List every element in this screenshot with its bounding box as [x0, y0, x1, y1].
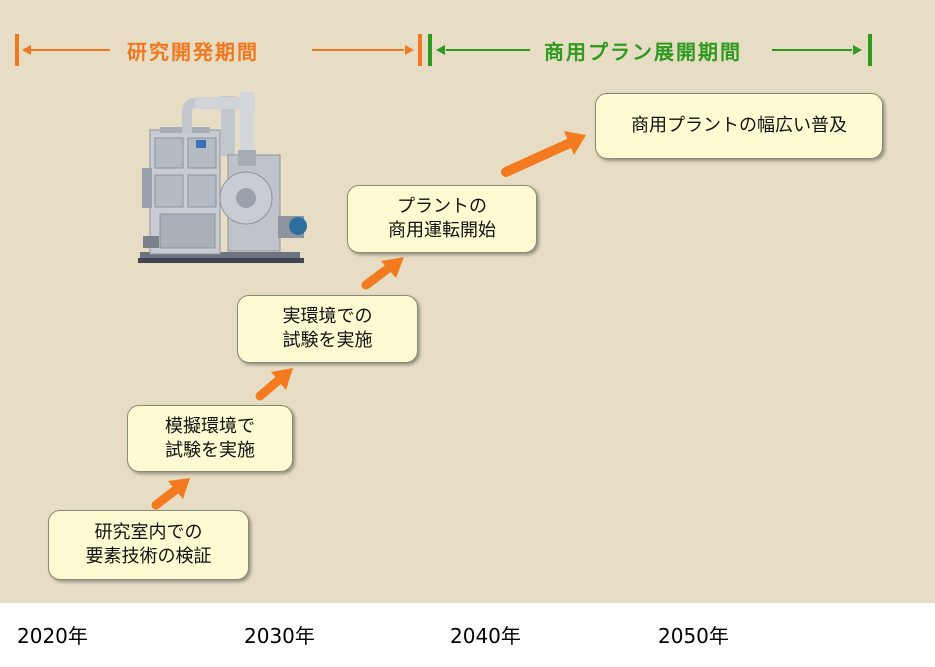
research-period-arrow — [15, 34, 422, 66]
period-arrows — [15, 34, 872, 510]
step-box-lab-verification: 研究室内での 要素技術の検証 — [48, 510, 249, 580]
timeline-strip — [0, 603, 935, 667]
step-box-commercial-start: プラントの 商用運転開始 — [347, 185, 537, 253]
step-box-field-test: 実環境での 試験を実施 — [237, 295, 418, 363]
step-text-line: 実環境での — [282, 306, 373, 327]
step-text-line: 試験を実施 — [282, 330, 373, 351]
step-box-widespread-adoption: 商用プラントの幅広い普及 — [595, 93, 883, 159]
commercial-period-label: 商用プラン展開期間 — [544, 40, 742, 64]
year-label-2030: 2030年 — [244, 624, 315, 648]
step-arrows — [151, 131, 586, 510]
step-text-line: 商用運転開始 — [388, 220, 496, 241]
step-text-line: 試験を実施 — [165, 439, 255, 461]
industrial-plant-image — [138, 92, 307, 263]
step-arrow-2 — [255, 368, 293, 401]
step-arrow-3 — [361, 257, 404, 290]
step-text-line: 要素技術の検証 — [85, 546, 212, 567]
step-arrow-1 — [151, 478, 190, 510]
research-period-label: 研究開発期間 — [127, 40, 259, 64]
commercial-period-arrow — [428, 34, 872, 66]
step-text-line: 研究室内での — [94, 522, 203, 543]
year-label-2020: 2020年 — [17, 624, 88, 648]
year-label-2040: 2040年 — [450, 624, 521, 648]
step-box-simulated-test: 模擬環境で 試験を実施 — [127, 405, 293, 472]
step-text-line: 模擬環境で — [165, 415, 255, 437]
step-arrow-4 — [501, 131, 586, 177]
year-label-2050: 2050年 — [658, 624, 729, 648]
step-text-line: プラントの — [397, 196, 487, 217]
step-text-line: 商用プラントの幅広い普及 — [631, 115, 847, 136]
